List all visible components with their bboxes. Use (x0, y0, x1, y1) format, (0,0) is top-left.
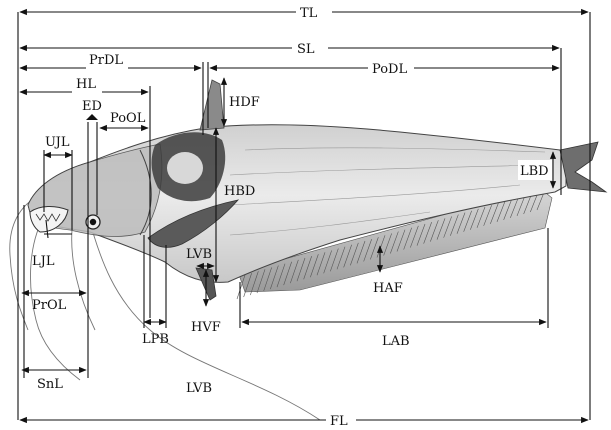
label-hdf: HDF (229, 95, 260, 110)
label-sl: SL (297, 42, 315, 57)
label-snl: SnL (37, 377, 63, 392)
ed-tick (86, 114, 98, 120)
label-hvf: HVF (191, 320, 221, 335)
label-hbd: HBD (224, 184, 255, 199)
dorsal-fin (200, 80, 224, 130)
label-ujl: UJL (45, 135, 70, 150)
label-lab: LAB (382, 334, 410, 349)
label-lbd: LBD (520, 164, 549, 179)
fish-illustration (10, 80, 606, 420)
label-haf: HAF (373, 281, 403, 296)
label-tl: TL (300, 6, 318, 21)
label-ljl: LJL (32, 254, 55, 269)
label-podl: PoDL (372, 62, 407, 77)
shoulder-patch-light (167, 152, 203, 184)
label-lvb-top: LVB (186, 247, 212, 262)
caudal-fin (560, 142, 606, 192)
pupil (90, 219, 96, 225)
label-ed: ED (82, 99, 102, 114)
label-prol: PrOL (32, 298, 67, 313)
label-lvb-bottom: LVB (186, 381, 212, 396)
label-hl: HL (76, 77, 96, 92)
label-fl: FL (330, 414, 348, 429)
label-lpb: LPB (142, 332, 169, 347)
label-pool: PoOL (110, 111, 146, 126)
label-prdl: PrDL (89, 53, 123, 68)
